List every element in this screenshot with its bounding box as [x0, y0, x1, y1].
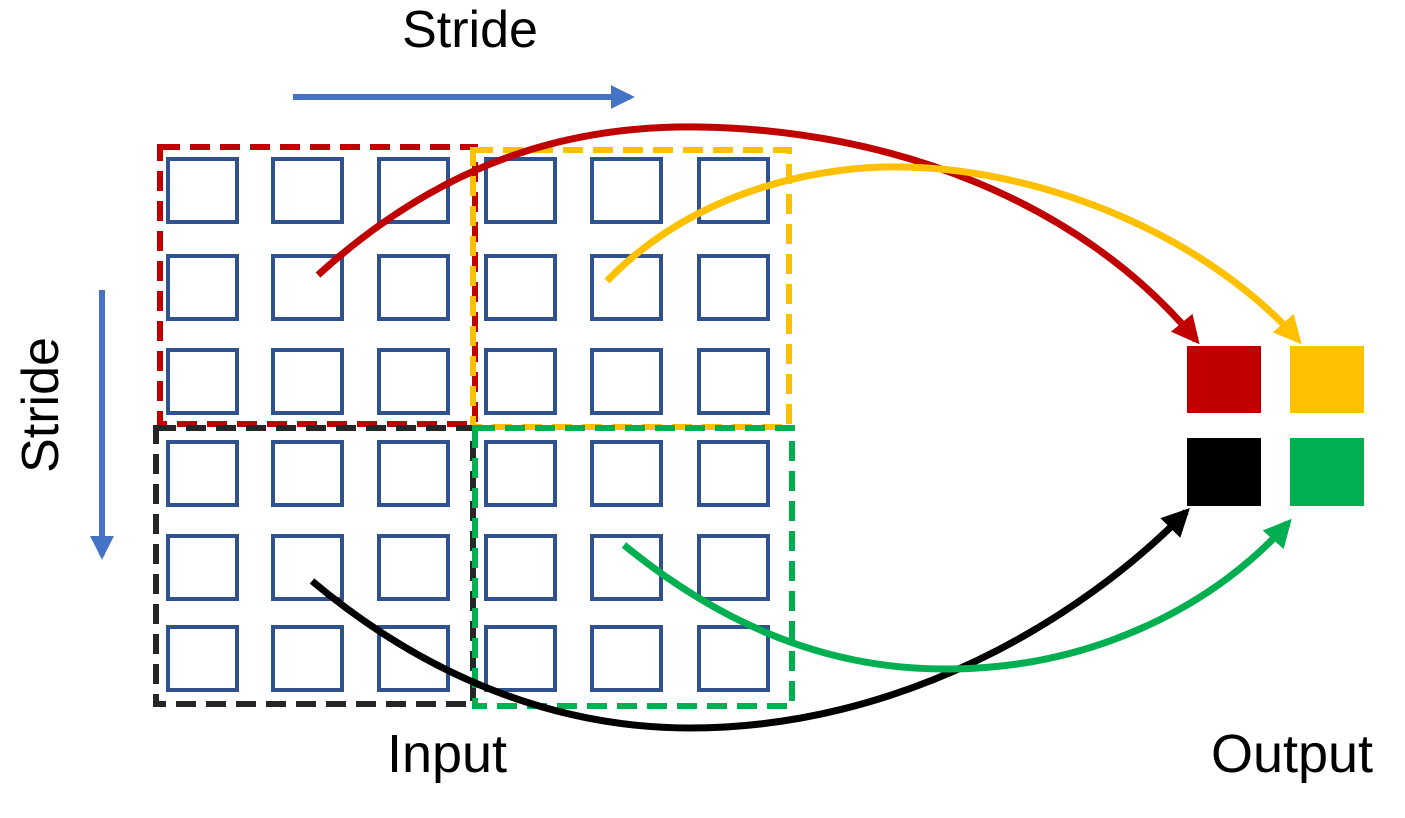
input-cell — [377, 534, 450, 601]
input-cell — [484, 534, 557, 601]
input-cell — [590, 348, 663, 415]
output-label: Output — [1211, 724, 1373, 784]
input-cell — [590, 254, 663, 321]
input-cell — [271, 254, 344, 321]
input-cell — [697, 157, 770, 224]
output-cell-yellow — [1290, 346, 1364, 413]
input-cell — [166, 625, 239, 692]
input-cell — [271, 440, 344, 507]
input-cell — [590, 625, 663, 692]
input-cell — [697, 534, 770, 601]
input-cell — [697, 625, 770, 692]
input-cell — [271, 534, 344, 601]
input-cell — [377, 440, 450, 507]
input-cell — [377, 254, 450, 321]
window-top-left-red — [157, 144, 478, 427]
input-cell — [166, 254, 239, 321]
input-cell — [484, 254, 557, 321]
input-cell — [697, 254, 770, 321]
stride-vertical-label: Stride — [12, 337, 70, 473]
arrow-green-to-output — [621, 518, 1292, 673]
window-bottom-right-green — [472, 425, 795, 709]
input-cell — [166, 157, 239, 224]
input-cell — [484, 440, 557, 507]
input-cell — [484, 348, 557, 415]
input-cell — [271, 348, 344, 415]
output-cell-black — [1187, 438, 1261, 506]
input-cell — [484, 625, 557, 692]
input-cell — [697, 440, 770, 507]
input-cell — [271, 157, 344, 224]
output-cell-red — [1187, 346, 1261, 413]
input-cell — [271, 625, 344, 692]
stride-horizontal-label: Stride — [402, 1, 538, 59]
input-cell — [377, 348, 450, 415]
input-cell — [377, 157, 450, 224]
output-cell-green — [1290, 438, 1364, 506]
input-cell — [166, 440, 239, 507]
input-cell — [590, 157, 663, 224]
arrow-black-to-output — [309, 508, 1190, 732]
arrow-yellow-to-output — [604, 163, 1302, 345]
input-cell — [697, 348, 770, 415]
input-cell — [484, 157, 557, 224]
input-cell — [590, 440, 663, 507]
input-cell — [166, 348, 239, 415]
arrow-red-to-output — [315, 123, 1200, 345]
input-cell — [377, 625, 450, 692]
input-label: Input — [387, 724, 507, 784]
input-cell — [166, 534, 239, 601]
input-grid — [166, 157, 770, 692]
input-cell — [590, 534, 663, 601]
